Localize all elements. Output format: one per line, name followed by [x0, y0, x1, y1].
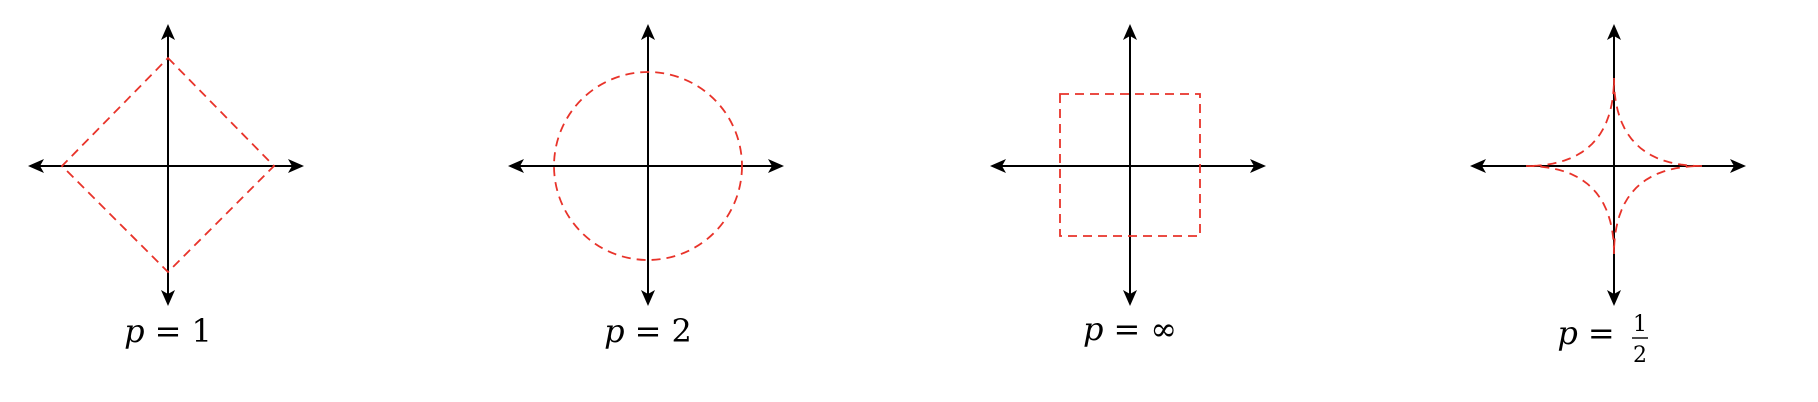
unit-ball-circle [553, 71, 743, 261]
x-axis-right-arrow-icon [768, 159, 784, 173]
x-axis-right-arrow-icon [288, 159, 304, 173]
caption-variable: p= [1557, 314, 1614, 352]
y-axis-top-arrow-icon [161, 24, 175, 40]
panel-p-half: p= 1 2 [1470, 24, 1746, 368]
unit-ball-diamond [60, 56, 276, 274]
axes [1470, 24, 1746, 306]
x-axis-left-arrow-icon [990, 159, 1006, 173]
panel-p-2: p=2 [508, 24, 784, 350]
unit-ball-square [1059, 93, 1201, 237]
unit-ball-astroid [1526, 78, 1702, 254]
axes [990, 24, 1266, 306]
panel-p-1: p=1 [28, 24, 304, 350]
y-axis-bottom-arrow-icon [1123, 290, 1137, 306]
y-axis-top-arrow-icon [1123, 24, 1137, 40]
axes [508, 24, 784, 306]
x-axis-left-arrow-icon [1470, 159, 1486, 173]
y-axis-top-arrow-icon [1607, 24, 1621, 40]
caption-denominator: 2 [1633, 343, 1647, 368]
x-axis-right-arrow-icon [1730, 159, 1746, 173]
caption-p-half: p= 1 2 [1557, 312, 1648, 368]
caption-p-1: p=1 [124, 312, 212, 350]
caption-p-2: p=2 [604, 312, 692, 350]
caption-p-infinity: p=∞ [1083, 310, 1177, 348]
caption-numerator: 1 [1633, 312, 1647, 337]
axes [28, 24, 304, 306]
panel-p-infinity: p=∞ [990, 24, 1266, 348]
y-axis-bottom-arrow-icon [161, 290, 175, 306]
x-axis-right-arrow-icon [1250, 159, 1266, 173]
y-axis-bottom-arrow-icon [641, 290, 655, 306]
y-axis-bottom-arrow-icon [1607, 290, 1621, 306]
x-axis-left-arrow-icon [28, 159, 44, 173]
y-axis-top-arrow-icon [641, 24, 655, 40]
x-axis-left-arrow-icon [508, 159, 524, 173]
